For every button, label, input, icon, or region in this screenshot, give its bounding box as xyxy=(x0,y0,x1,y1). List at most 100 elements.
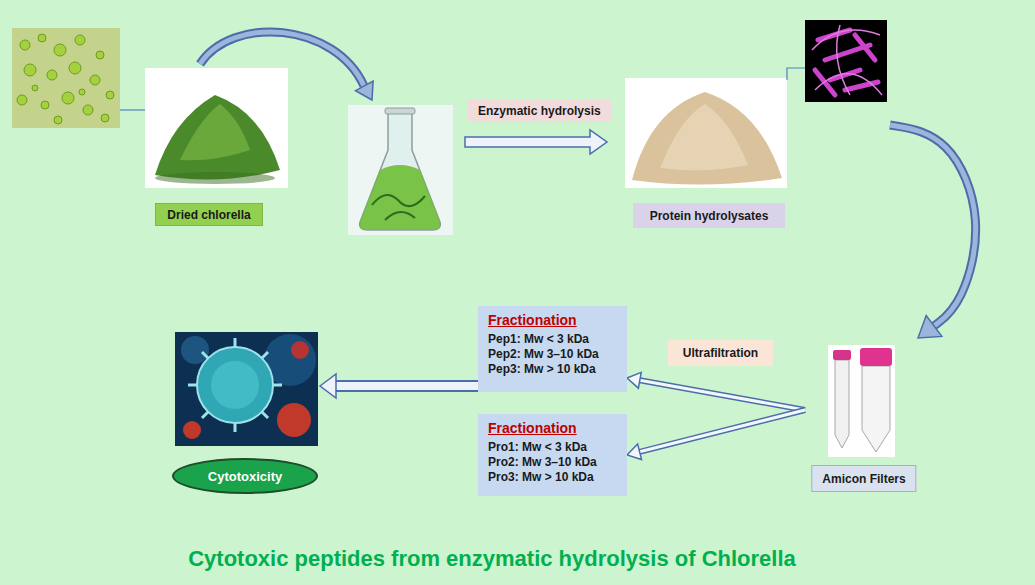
microscope-cells-part-part xyxy=(106,91,114,99)
microscope-cells-part-part xyxy=(38,34,46,42)
virus-picture-part xyxy=(197,347,273,423)
flask-picture-part xyxy=(360,165,441,230)
node-text: Cytotoxicity xyxy=(172,458,318,494)
connector xyxy=(890,125,976,338)
connector-fill xyxy=(640,380,805,410)
connector-outline xyxy=(640,380,805,410)
powder-picture xyxy=(145,68,288,188)
virus-picture-part xyxy=(277,403,311,437)
process-arrow xyxy=(465,130,607,154)
protein-structure-part-part xyxy=(855,35,875,60)
section-heading: Fractionation xyxy=(488,420,577,437)
hydrolysate-picture-part xyxy=(625,78,787,188)
microscope-cells-part-part xyxy=(17,95,27,105)
connector-outline xyxy=(336,380,478,392)
microscope-cells-part-part xyxy=(32,85,38,91)
curved-arrow-part xyxy=(200,32,364,86)
fraction-box: FractionationPro1: Mw < 3 kDaPro2: Mw 3–… xyxy=(478,414,627,496)
microscope-cells-part-part xyxy=(83,105,93,115)
virus-picture-part xyxy=(183,421,201,439)
fraction-box: FractionationPep1: Mw < 3 kDaPep2: Mw 3–… xyxy=(478,306,627,392)
node-text: Ultrafiltration xyxy=(683,346,758,360)
node-text: Amicon Filters xyxy=(811,465,916,492)
connector-outline xyxy=(640,410,805,452)
virus-picture-part xyxy=(175,332,318,446)
filter-tubes-part xyxy=(828,345,895,457)
flask-picture-part xyxy=(348,105,453,235)
microscope-cells-part-part xyxy=(47,70,57,80)
product-node: Protein hydrolysates xyxy=(625,18,890,228)
filter-tubes-part xyxy=(860,348,892,366)
virus-picture-part xyxy=(291,341,309,359)
microscope-cells-part-part xyxy=(20,40,30,50)
microscope-cells-part-part xyxy=(79,89,85,95)
powder-picture-part xyxy=(155,172,275,184)
microscope-cells-part-part xyxy=(101,114,109,122)
microscope-cells-part-part xyxy=(69,62,81,74)
curved-arrow-part xyxy=(200,32,364,86)
node-text: Protein hydrolysates xyxy=(633,203,785,228)
powder-picture-part xyxy=(180,104,250,160)
hydrolysate-picture-part xyxy=(660,104,748,170)
connector xyxy=(627,410,805,460)
connector-fill xyxy=(890,125,976,326)
virus-picture-part xyxy=(181,336,209,364)
curved-arrow xyxy=(200,32,373,100)
node-text: Pro1: Mw < 3 kDa xyxy=(488,440,587,455)
microscope-cells xyxy=(12,28,120,128)
section-heading: Fractionation xyxy=(488,312,577,329)
protein-structure-part-part xyxy=(837,25,850,95)
protein-structure-part-part xyxy=(812,30,880,50)
powder-picture-part xyxy=(145,68,288,188)
filter-tubes-part xyxy=(833,350,851,360)
node-text: Pro2: Mw 3–10 kDa xyxy=(488,455,597,470)
arrow-head xyxy=(627,372,641,388)
microscope-cells-part xyxy=(12,28,120,128)
flask-picture-part xyxy=(372,195,425,206)
filter-tubes-part xyxy=(835,360,849,448)
flask-picture-part xyxy=(360,112,441,230)
flask-picture xyxy=(348,105,453,235)
hydrolysate-picture xyxy=(625,78,787,188)
protein-structure xyxy=(805,20,887,102)
connector-fill xyxy=(336,382,478,390)
virus-picture-part xyxy=(188,338,282,432)
powder-picture-part xyxy=(155,95,280,179)
connector xyxy=(320,374,478,398)
node-text: Pep1: Mw < 3 kDa xyxy=(488,332,589,347)
virus-picture xyxy=(175,332,318,446)
arrow-head xyxy=(320,374,336,398)
microscope-cells-part-part xyxy=(24,64,36,76)
protein-structure-part xyxy=(812,25,882,95)
filter-tubes xyxy=(828,345,895,457)
step-label: Ultrafiltration xyxy=(668,340,773,366)
diagram-title: Cytotoxic peptides from enzymatic hydrol… xyxy=(0,546,984,572)
node-text: Enzymatic hydrolysis xyxy=(478,104,601,118)
flask-picture-part xyxy=(385,108,415,114)
arrow-head xyxy=(918,316,942,338)
node-text: Pro3: Mw > 10 kDa xyxy=(488,470,594,485)
microscope-cells-part-part xyxy=(54,44,66,56)
microscope-cells-part-part xyxy=(90,75,100,85)
protein-structure-part xyxy=(805,20,887,102)
process-arrow-part xyxy=(465,130,607,154)
result-node: Cytotoxicity xyxy=(170,330,320,496)
filter-node: Amicon Filters xyxy=(805,338,925,495)
leader-line xyxy=(120,109,145,110)
connector-outline xyxy=(890,125,976,326)
microscope-cells-part-part xyxy=(62,92,74,104)
hydrolysate-picture-part xyxy=(632,92,782,185)
microscope-cells-part-part xyxy=(41,101,49,109)
node-text: Pep3: Mw > 10 kDa xyxy=(488,362,596,377)
virus-picture-part xyxy=(211,361,259,409)
label-box: Dried chlorella xyxy=(155,203,263,226)
connector-fill xyxy=(640,410,805,452)
protein-structure-part-part xyxy=(815,70,835,95)
node-text: Pep2: Mw 3–10 kDa xyxy=(488,347,599,362)
microscope-cells-part xyxy=(17,34,114,124)
microscope-cells-part-part xyxy=(96,51,104,59)
